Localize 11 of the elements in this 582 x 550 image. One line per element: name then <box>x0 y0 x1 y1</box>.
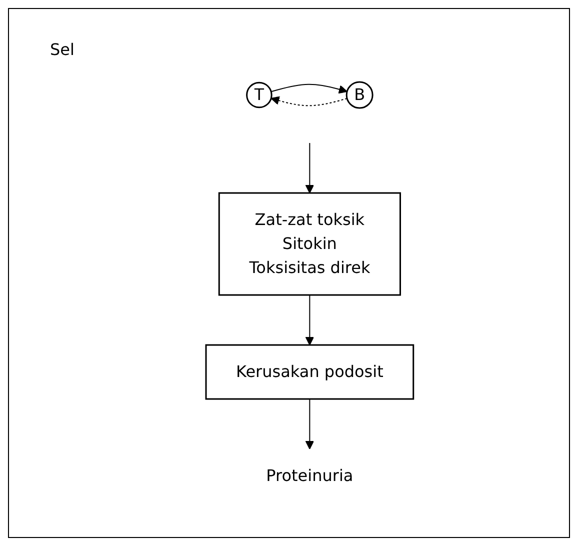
node-circle: B <box>346 81 374 109</box>
arrow <box>306 142 314 194</box>
arrow <box>271 96 348 106</box>
node-text: Proteinuria <box>266 466 354 485</box>
node-circle: T <box>246 82 273 108</box>
arrow <box>270 84 348 94</box>
node-box: Kerusakan podosit <box>206 344 414 400</box>
arrow <box>306 294 314 346</box>
arrow <box>306 398 314 450</box>
node-box: Zat-zat toksik Sitokin Toksisitas direk <box>218 192 402 296</box>
cell-label: Sel <box>50 40 74 59</box>
